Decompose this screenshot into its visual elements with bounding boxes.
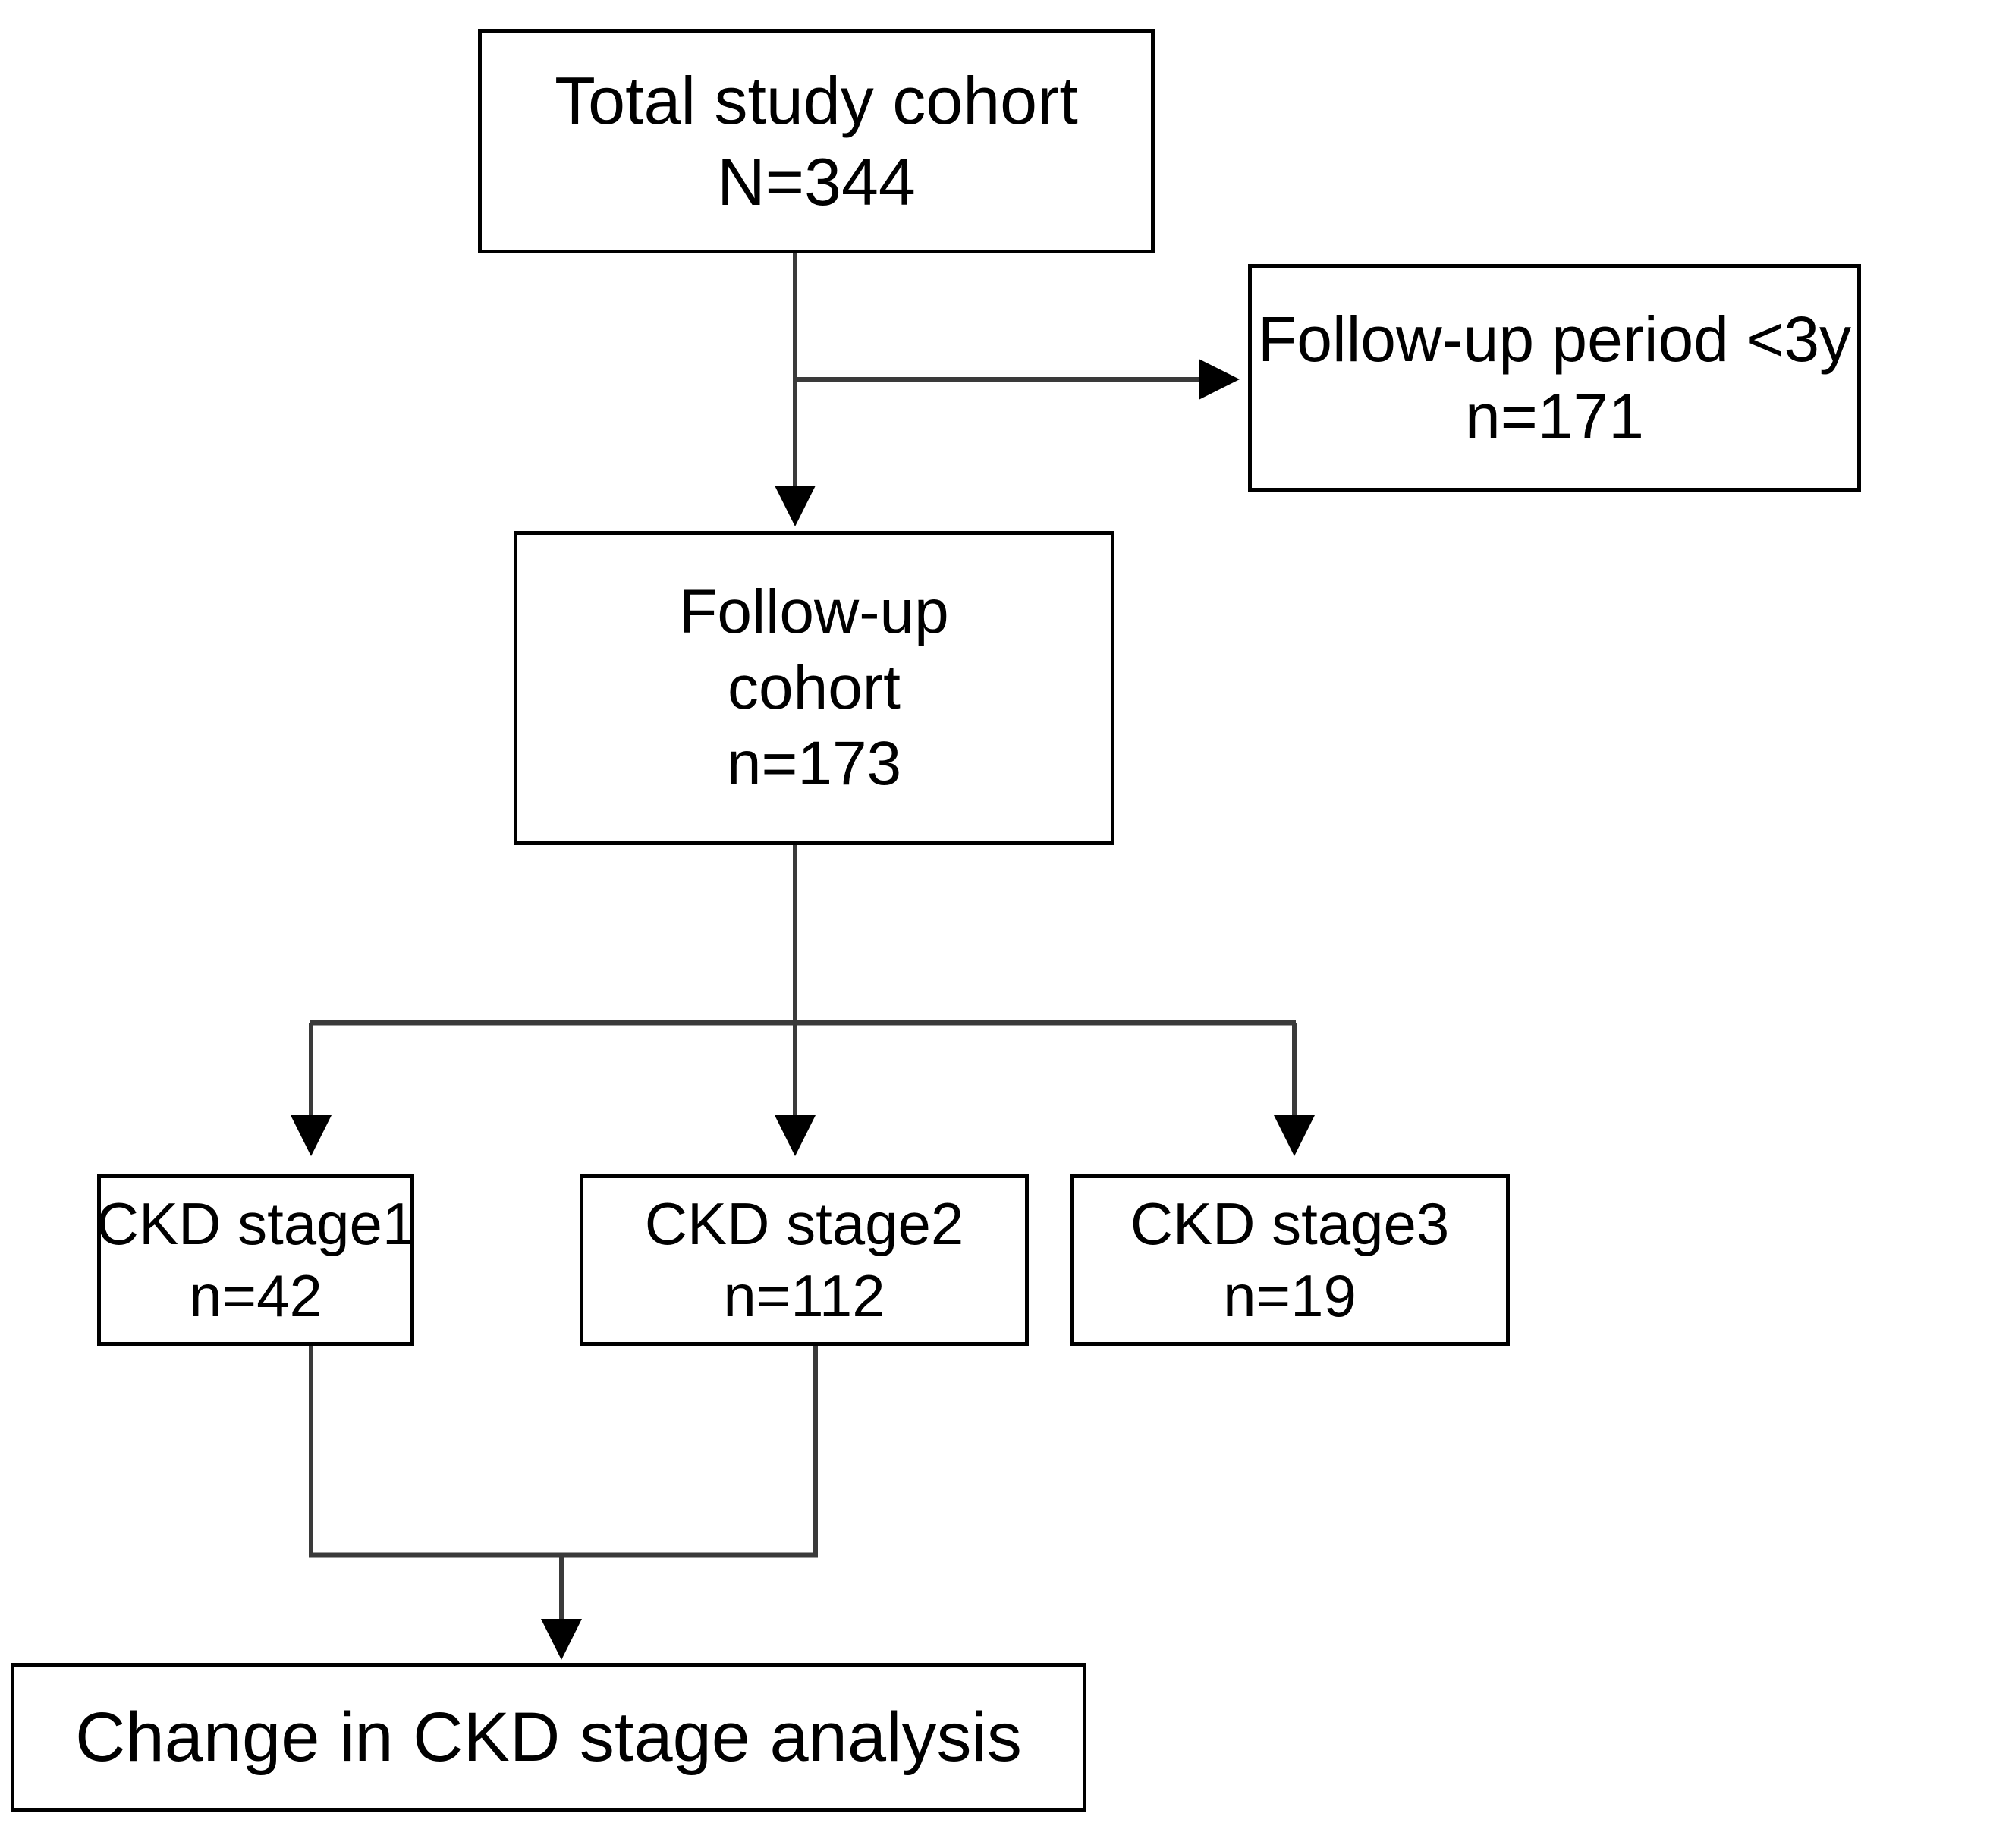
node-followup-cohort-line2: cohort bbox=[728, 652, 901, 722]
node-total-study-cohort-line2: N=344 bbox=[717, 144, 916, 219]
node-ckd-stage1-line1: CKD stage1 bbox=[96, 1190, 416, 1257]
node-followup-cohort-line3: n=173 bbox=[726, 729, 902, 799]
node-ckd-stage1: CKD stage1 n=42 bbox=[96, 1174, 416, 1346]
node-ckd-stage2: CKD stage2 n=112 bbox=[580, 1174, 1029, 1346]
node-total-study-cohort-line1: Total study cohort bbox=[555, 62, 1078, 138]
node-ckd-stage3-line1: CKD stage3 bbox=[1130, 1190, 1450, 1257]
node-change-in-ckd-stage-analysis-line1: Change in CKD stage analysis bbox=[75, 1699, 1022, 1776]
node-ckd-stage1-line2: n=42 bbox=[189, 1262, 322, 1329]
node-followup-period-excluded: Follow-up period <3y n=171 bbox=[1248, 264, 1861, 492]
node-change-in-ckd-stage-analysis: Change in CKD stage analysis bbox=[11, 1663, 1086, 1812]
node-ckd-stage3-line2: n=19 bbox=[1223, 1262, 1357, 1329]
node-followup-cohort: Follow-up cohort n=173 bbox=[514, 531, 1114, 845]
node-ckd-stage2-line1: CKD stage2 bbox=[644, 1190, 964, 1257]
node-followup-cohort-line1: Follow-up bbox=[679, 577, 949, 646]
edge-merge-to-analysis bbox=[309, 1346, 818, 1660]
node-followup-period-excluded-line2: n=171 bbox=[1465, 381, 1644, 452]
node-followup-period-excluded-line1: Follow-up period <3y bbox=[1257, 303, 1852, 375]
edge-followup-split bbox=[291, 845, 1315, 1156]
node-ckd-stage3: CKD stage3 n=19 bbox=[1070, 1174, 1510, 1346]
node-total-study-cohort: Total study cohort N=344 bbox=[478, 29, 1155, 253]
node-ckd-stage2-line2: n=112 bbox=[723, 1262, 885, 1329]
